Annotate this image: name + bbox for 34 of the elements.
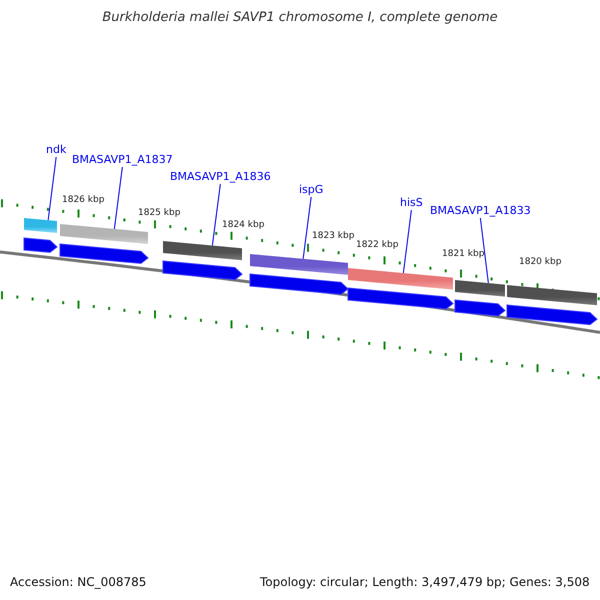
cds-feature xyxy=(348,287,454,310)
scale-label: 1824 kbp xyxy=(222,220,264,230)
gene-bar xyxy=(455,280,505,297)
gene-label: BMASAVP1_A1833 xyxy=(430,204,531,217)
accession-text: Accession: NC_008785 xyxy=(10,575,146,589)
scale-label: 1826 kbp xyxy=(62,195,104,205)
cds-feature xyxy=(60,243,149,264)
leader-line xyxy=(114,166,123,230)
gene-bar xyxy=(348,268,453,290)
cds-feature xyxy=(24,237,58,253)
cds-feature xyxy=(454,299,506,316)
gene-label: ndk xyxy=(46,143,66,156)
title: Burkholderia mallei SAVP1 chromosome I, complete genome xyxy=(102,10,498,25)
scale-label: 1820 kbp xyxy=(519,257,562,267)
leader-line xyxy=(302,196,312,260)
gene-bar xyxy=(507,285,597,306)
scale-label: 1822 kbp xyxy=(356,240,398,250)
gene-bar xyxy=(24,218,57,233)
gene-bar xyxy=(60,224,148,244)
scale-label: 1821 kbp xyxy=(442,249,484,259)
leader-line xyxy=(402,210,412,274)
gene-bar xyxy=(163,241,242,260)
scale-label: 1825 kbp xyxy=(138,208,180,218)
scale-label: 1823 kbp xyxy=(312,231,354,241)
gene-label: BMASAVP1_A1837 xyxy=(72,153,173,166)
gene-label: ispG xyxy=(299,183,324,196)
genome-stats: Topology: circular; Length: 3,497,479 bp; Genes: 3,508 xyxy=(260,575,590,589)
leader-line xyxy=(480,218,489,284)
leader-line xyxy=(212,184,221,246)
gene-label: BMASAVP1_A1836 xyxy=(170,170,271,183)
cds-feature xyxy=(162,260,243,280)
gene-bar xyxy=(250,254,348,275)
cds-feature xyxy=(250,273,349,295)
gene-label: hisS xyxy=(400,196,423,209)
